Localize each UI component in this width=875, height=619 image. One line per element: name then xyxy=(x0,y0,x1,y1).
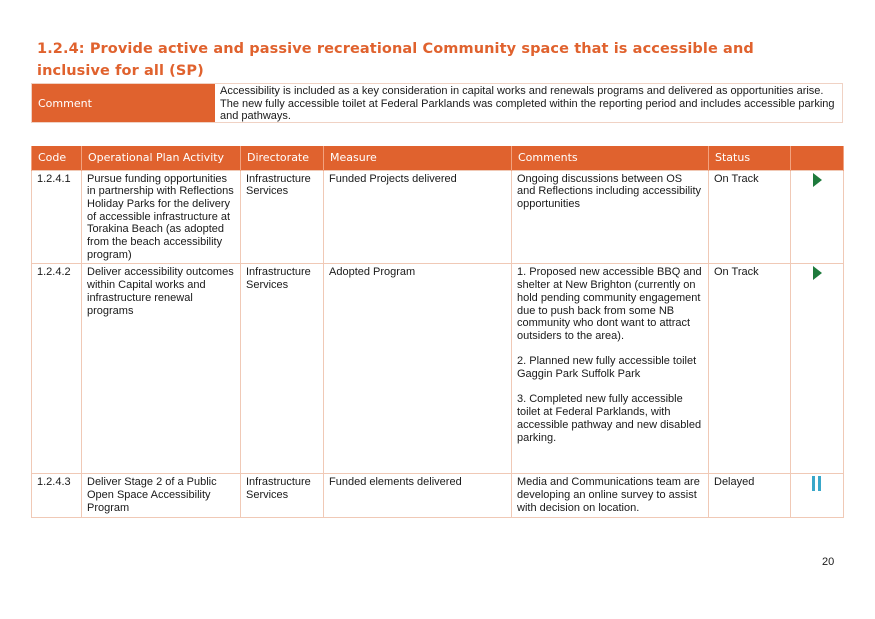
row-activity: Pursue funding opportunities in partners… xyxy=(81,169,241,265)
row-measure: Funded elements delivered xyxy=(323,473,512,518)
pause-icon xyxy=(811,476,823,492)
row-directorate: Infrastructure Services xyxy=(240,169,324,265)
comment-box: Comment Accessibility is included as a k… xyxy=(31,83,843,123)
row-directorate: Infrastructure Services xyxy=(240,473,324,518)
row-status: Delayed xyxy=(708,473,791,518)
row-code: 1.2.4.3 xyxy=(31,473,82,518)
row-comments: 1. Proposed new accessible BBQ and shelt… xyxy=(511,263,709,475)
row-code: 1.2.4.1 xyxy=(31,169,82,265)
row-status: On Track xyxy=(708,169,791,265)
header-activity: Operational Plan Activity xyxy=(81,146,241,170)
row-status-icon-cell xyxy=(790,263,844,475)
row-measure: Adopted Program xyxy=(323,263,512,475)
operational-plan-table: Code Operational Plan Activity Directora… xyxy=(31,146,844,518)
row-measure: Funded Projects delivered xyxy=(323,169,512,265)
table-row: 1.2.4.3 Deliver Stage 2 of a Public Open… xyxy=(31,473,844,518)
table-row: 1.2.4.2 Deliver accessibility outcomes w… xyxy=(31,263,844,475)
row-status-icon-cell xyxy=(790,169,844,265)
header-code: Code xyxy=(31,146,82,170)
row-activity: Deliver accessibility outcomes within Ca… xyxy=(81,263,241,475)
row-code: 1.2.4.2 xyxy=(31,263,82,475)
row-status: On Track xyxy=(708,263,791,475)
row-status-icon-cell xyxy=(790,473,844,518)
header-status-icon xyxy=(790,146,844,170)
header-measure: Measure xyxy=(323,146,512,170)
header-status: Status xyxy=(708,146,791,170)
row-comments: Media and Communications team are develo… xyxy=(511,473,709,518)
row-activity: Deliver Stage 2 of a Public Open Space A… xyxy=(81,473,241,518)
header-directorate: Directorate xyxy=(240,146,324,170)
header-comments: Comments xyxy=(511,146,709,170)
row-directorate: Infrastructure Services xyxy=(240,263,324,475)
row-comments: Ongoing discussions between OS and Refle… xyxy=(511,169,709,265)
comment-label: Comment xyxy=(32,84,215,122)
play-icon xyxy=(812,172,822,187)
comment-text: Accessibility is included as a key consi… xyxy=(220,85,835,122)
table-header-row: Code Operational Plan Activity Directora… xyxy=(31,146,844,170)
play-icon xyxy=(812,266,822,281)
table-row: 1.2.4.1 Pursue funding opportunities in … xyxy=(31,169,844,265)
section-heading: 1.2.4: Provide active and passive recrea… xyxy=(37,41,754,79)
page-number: 20 xyxy=(822,556,835,568)
